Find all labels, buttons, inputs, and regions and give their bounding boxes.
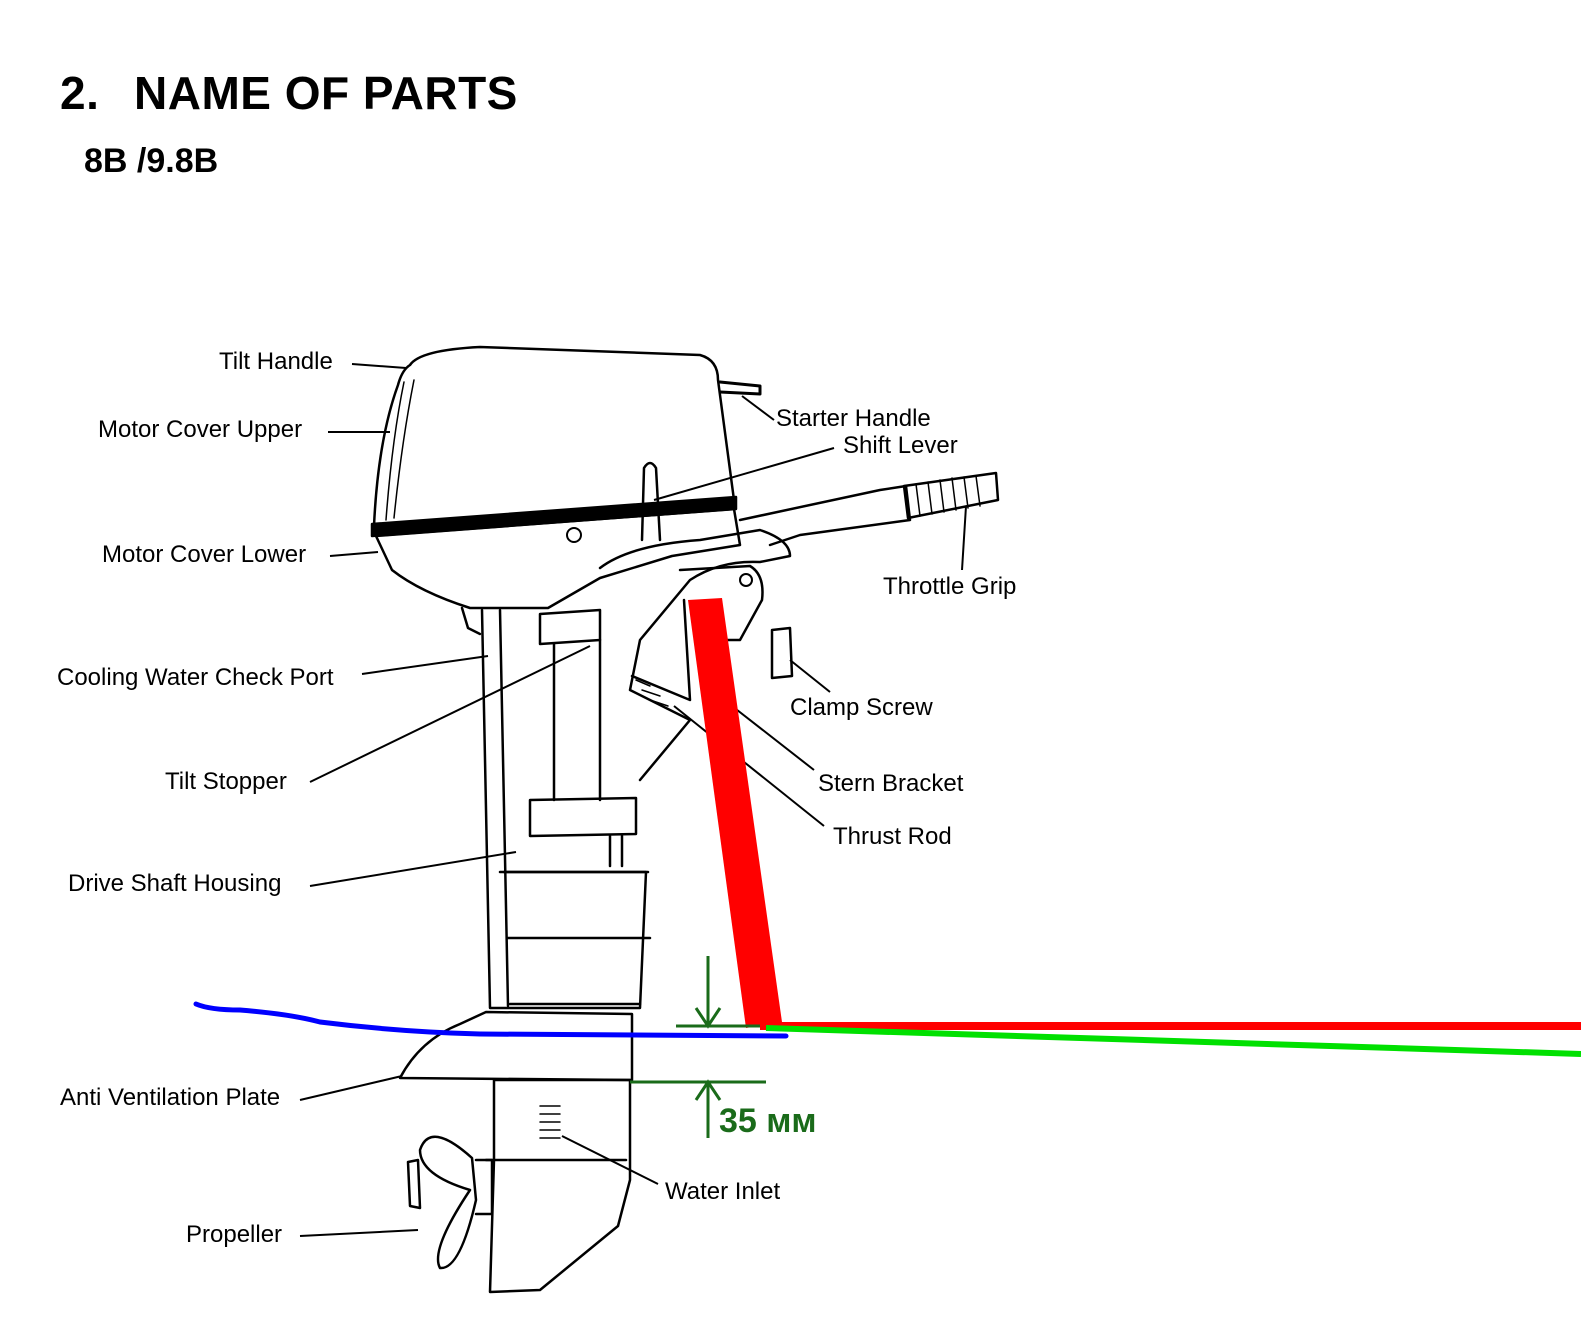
motor-cover-lower bbox=[374, 507, 742, 610]
starter-handle bbox=[718, 380, 762, 396]
tiller-arm bbox=[738, 484, 912, 547]
label-motor-cover-upper: Motor Cover Upper bbox=[98, 416, 303, 443]
leader-motor-cover-lower bbox=[329, 551, 379, 557]
gearcase bbox=[488, 1078, 632, 1294]
leader-anti-ventilation-plate bbox=[299, 1075, 403, 1101]
clamp-screw bbox=[770, 626, 794, 680]
leader-drive-shaft-housing bbox=[309, 851, 517, 887]
section-number: 2. bbox=[60, 67, 100, 119]
section-title: NAME OF PARTS bbox=[134, 67, 518, 119]
swivel-bracket bbox=[598, 528, 792, 782]
cover-seam bbox=[370, 495, 738, 538]
motor-cover-upper bbox=[372, 345, 736, 528]
label-anti-ventilation-plate: Anti Ventilation Plate bbox=[60, 1084, 281, 1111]
measurement-label: 35 мм bbox=[719, 1102, 817, 1140]
anti-ventilation-plate bbox=[398, 1010, 634, 1082]
leader-clamp-screw bbox=[789, 659, 831, 693]
propeller bbox=[418, 1135, 478, 1270]
label-tilt-handle: Tilt Handle bbox=[219, 348, 333, 375]
shift-lever bbox=[640, 461, 662, 542]
label-motor-cover-lower: Motor Cover Lower bbox=[102, 541, 307, 568]
label-starter-handle: Starter Handle bbox=[776, 405, 931, 432]
leader-starter-handle bbox=[741, 395, 775, 421]
transom-line bbox=[688, 598, 782, 1028]
leader-shift-lever bbox=[653, 447, 835, 501]
label-shift-lever: Shift Lever bbox=[843, 432, 958, 459]
label-thrust-rod: Thrust Rod bbox=[833, 823, 952, 850]
hull-bottom-line bbox=[765, 1025, 1581, 1057]
model-name: 8B /9.8B bbox=[84, 142, 219, 180]
leader-cooling-water-check-port bbox=[361, 655, 489, 675]
label-tilt-stopper: Tilt Stopper bbox=[165, 768, 287, 795]
label-water-inlet: Water Inlet bbox=[665, 1178, 781, 1205]
drive-shaft-housing bbox=[480, 608, 648, 1010]
dimension-markup bbox=[630, 956, 766, 1138]
label-propeller: Propeller bbox=[186, 1221, 283, 1248]
leader-throttle-grip bbox=[961, 505, 967, 571]
leader-tilt-handle bbox=[351, 363, 407, 369]
leader-tilt-stopper bbox=[309, 645, 591, 783]
label-clamp-screw: Clamp Screw bbox=[790, 694, 933, 721]
label-drive-shaft-housing: Drive Shaft Housing bbox=[68, 870, 282, 897]
leader-water-inlet bbox=[561, 1135, 659, 1185]
label-throttle-grip: Throttle Grip bbox=[883, 573, 1017, 600]
label-cooling-water-check-port: Cooling Water Check Port bbox=[57, 664, 334, 691]
leader-thrust-rod bbox=[673, 705, 825, 827]
label-stern-bracket: Stern Bracket bbox=[818, 770, 964, 797]
leader-propeller bbox=[299, 1229, 419, 1237]
section-heading: 2. NAME OF PARTS bbox=[60, 66, 518, 120]
leader-stern-bracket bbox=[731, 705, 815, 771]
throttle-grip bbox=[902, 471, 1000, 520]
waterline-stroke bbox=[193, 1001, 789, 1039]
